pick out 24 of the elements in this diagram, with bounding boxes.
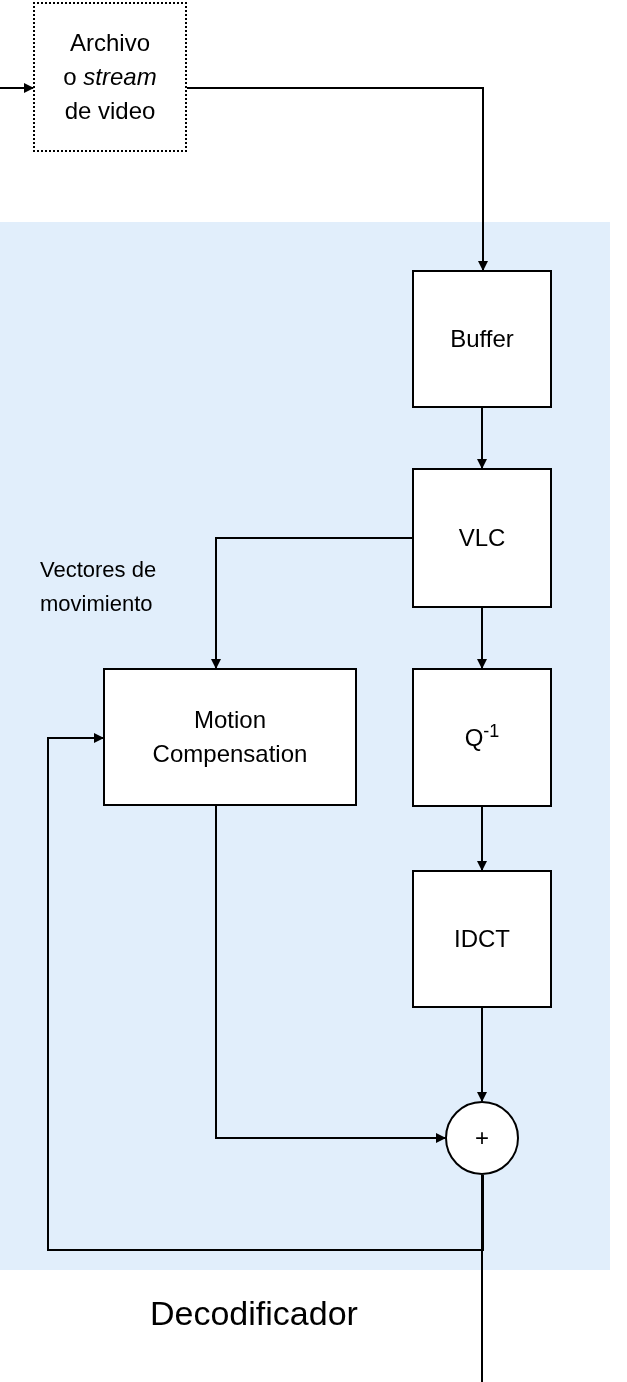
arrow (47, 733, 484, 1251)
arrow (211, 537, 413, 669)
source-box (33, 2, 187, 152)
arrow (477, 1007, 487, 1102)
process-box (412, 270, 552, 408)
process-box (412, 870, 552, 1008)
edge-label: Vectores de movimiento (40, 556, 158, 618)
node-label: Q$^{-1}$ (463, 720, 501, 753)
arrow (186, 87, 488, 271)
process-box (412, 468, 552, 608)
node-label: + (474, 1123, 490, 1153)
node-label: Archivo o stream de video (62, 28, 158, 126)
arrow (477, 607, 487, 669)
process-box (103, 668, 357, 806)
node-label: Motion Compensation (151, 705, 309, 769)
arrow (0, 83, 34, 93)
arrow (215, 805, 446, 1143)
process-box (412, 668, 552, 807)
group-title: Decodificador (150, 1296, 358, 1330)
arrow (477, 407, 487, 469)
node-label: VLC (457, 523, 507, 553)
node-label: IDCT (453, 924, 511, 954)
arrow (477, 806, 487, 871)
node-label: Buffer (449, 324, 515, 354)
